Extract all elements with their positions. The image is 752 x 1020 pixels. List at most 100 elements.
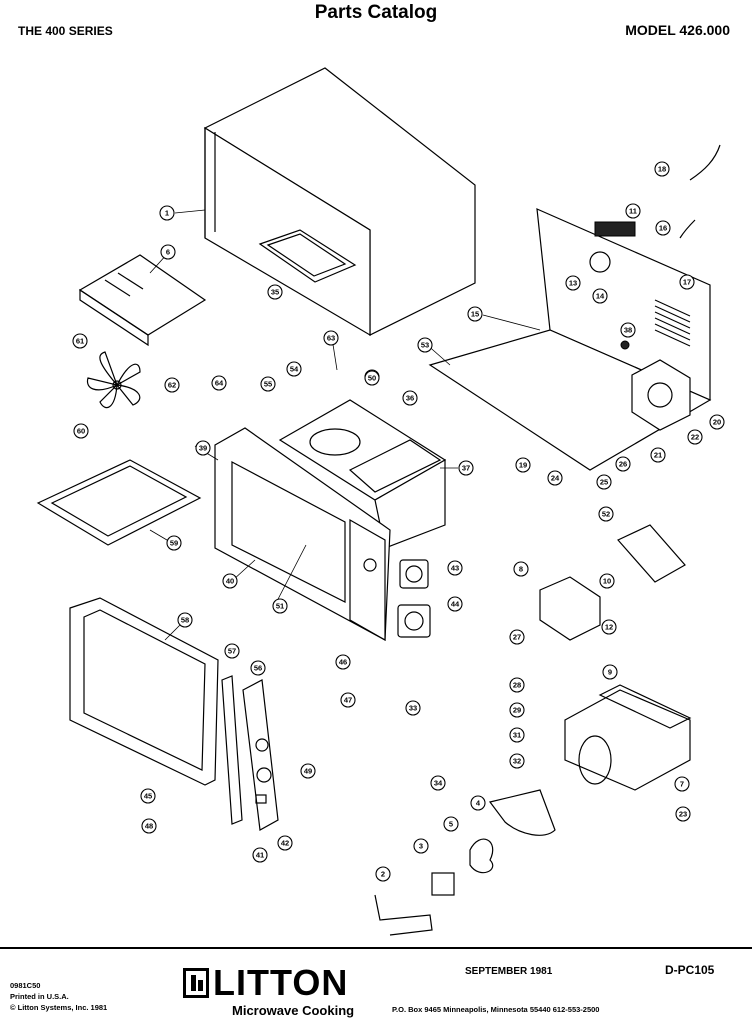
callout-15: 15 xyxy=(467,306,483,322)
callout-17: 17 xyxy=(679,274,695,290)
callout-number: 7 xyxy=(680,780,684,789)
callout-43: 43 xyxy=(447,560,463,576)
callout-number: 40 xyxy=(226,577,234,586)
callout-53: 53 xyxy=(417,337,433,353)
callout-number: 23 xyxy=(679,810,687,819)
callout-13: 13 xyxy=(565,275,581,291)
callout-number: 38 xyxy=(624,326,632,335)
callout-20: 20 xyxy=(709,414,725,430)
callout-number: 54 xyxy=(290,365,299,374)
callout-number: 37 xyxy=(462,464,470,473)
document-number: D-PC105 xyxy=(665,963,715,977)
callout-number: 32 xyxy=(513,757,521,766)
callout-number: 6 xyxy=(166,248,170,257)
part-waveguide xyxy=(564,684,692,791)
callout-22: 22 xyxy=(687,429,703,445)
footer-left: 0981C50 Printed in U.S.A. © Litton Syste… xyxy=(10,980,107,1013)
callout-35: 35 xyxy=(267,284,283,300)
part-fan-blade xyxy=(86,351,141,409)
part-callouts: 1 2 3 4 5 6 7 8 9 10 11 12 13 14 15 16 1… xyxy=(72,161,725,882)
brand-subtitle: Microwave Cooking xyxy=(232,1003,355,1018)
part-control-panel xyxy=(242,679,279,831)
callout-number: 39 xyxy=(199,444,207,453)
callout-number: 2 xyxy=(381,870,385,879)
callout-37: 37 xyxy=(458,460,474,476)
part-bracket xyxy=(374,894,433,936)
callout-number: 49 xyxy=(304,767,312,776)
callout-number: 16 xyxy=(659,224,667,233)
callout-number: 62 xyxy=(168,381,176,390)
callout-number: 18 xyxy=(658,165,666,174)
callout-47: 47 xyxy=(340,692,356,708)
callout-25: 25 xyxy=(596,474,612,490)
model-label: MODEL 426.000 xyxy=(625,22,730,38)
callout-number: 24 xyxy=(551,474,560,483)
callout-9: 9 xyxy=(602,664,618,680)
callout-44: 44 xyxy=(447,596,463,612)
callout-number: 13 xyxy=(569,279,577,288)
callout-26: 26 xyxy=(615,456,631,472)
callout-42: 42 xyxy=(277,835,293,851)
callout-number: 26 xyxy=(619,460,627,469)
callout-28: 28 xyxy=(509,677,525,693)
callout-number: 3 xyxy=(419,842,423,851)
doc-code: 0981C50 xyxy=(10,981,41,990)
callout-number: 41 xyxy=(256,851,264,860)
callout-34: 34 xyxy=(430,775,446,791)
callout-number: 61 xyxy=(76,337,84,346)
callout-number: 21 xyxy=(654,451,662,460)
callout-number: 50 xyxy=(368,374,376,383)
callout-27: 27 xyxy=(509,629,525,645)
part-capacitor xyxy=(617,524,686,583)
brand-name: LITTON xyxy=(213,962,349,1003)
litton-logo-icon xyxy=(183,968,209,998)
part-outer-cabinet xyxy=(203,67,476,337)
callout-19: 19 xyxy=(515,457,531,473)
callout-31: 31 xyxy=(509,727,525,743)
callout-23: 23 xyxy=(675,806,691,822)
callout-number: 55 xyxy=(264,380,272,389)
callout-number: 8 xyxy=(519,565,523,574)
part-magnetron xyxy=(539,576,601,641)
callout-32: 32 xyxy=(509,753,525,769)
part-shield xyxy=(488,789,556,836)
part-rear-panel xyxy=(428,208,712,471)
callout-60: 60 xyxy=(73,423,89,439)
part-motors xyxy=(397,559,431,638)
part-stirrer xyxy=(469,838,494,874)
callout-number: 14 xyxy=(596,292,605,301)
callout-54: 54 xyxy=(286,361,302,377)
callout-number: 33 xyxy=(409,704,417,713)
part-oven-cavity xyxy=(278,399,447,549)
part-front-frame xyxy=(214,427,391,642)
part-door xyxy=(69,597,219,786)
callout-39: 39 xyxy=(195,440,211,456)
callout-3: 3 xyxy=(413,838,429,854)
callout-57: 57 xyxy=(224,643,240,659)
part-power-cord xyxy=(679,144,721,239)
litton-logo: LITTON xyxy=(183,962,349,1003)
callout-21: 21 xyxy=(650,447,666,463)
callout-61: 61 xyxy=(72,333,88,349)
callout-number: 17 xyxy=(683,278,691,287)
callout-number: 31 xyxy=(513,731,521,740)
printed-note: Printed in U.S.A. xyxy=(10,992,69,1001)
callout-number: 15 xyxy=(471,310,479,319)
callout-number: 1 xyxy=(165,209,169,218)
callout-7: 7 xyxy=(674,776,690,792)
callout-8: 8 xyxy=(513,561,529,577)
callout-16: 16 xyxy=(655,220,671,236)
callout-number: 27 xyxy=(513,633,521,642)
exploded-parts-diagram: 1 2 3 4 5 6 7 8 9 10 11 12 13 14 15 16 1… xyxy=(36,67,725,936)
callout-38: 38 xyxy=(620,322,636,338)
callout-46: 46 xyxy=(335,654,351,670)
part-transformer xyxy=(631,359,691,431)
callout-14: 14 xyxy=(592,288,608,304)
callout-51: 51 xyxy=(272,598,288,614)
callout-number: 19 xyxy=(519,461,527,470)
callout-number: 53 xyxy=(421,341,429,350)
callout-45: 45 xyxy=(140,788,156,804)
callout-18: 18 xyxy=(654,161,670,177)
callout-number: 34 xyxy=(434,779,443,788)
callout-number: 51 xyxy=(276,602,284,611)
